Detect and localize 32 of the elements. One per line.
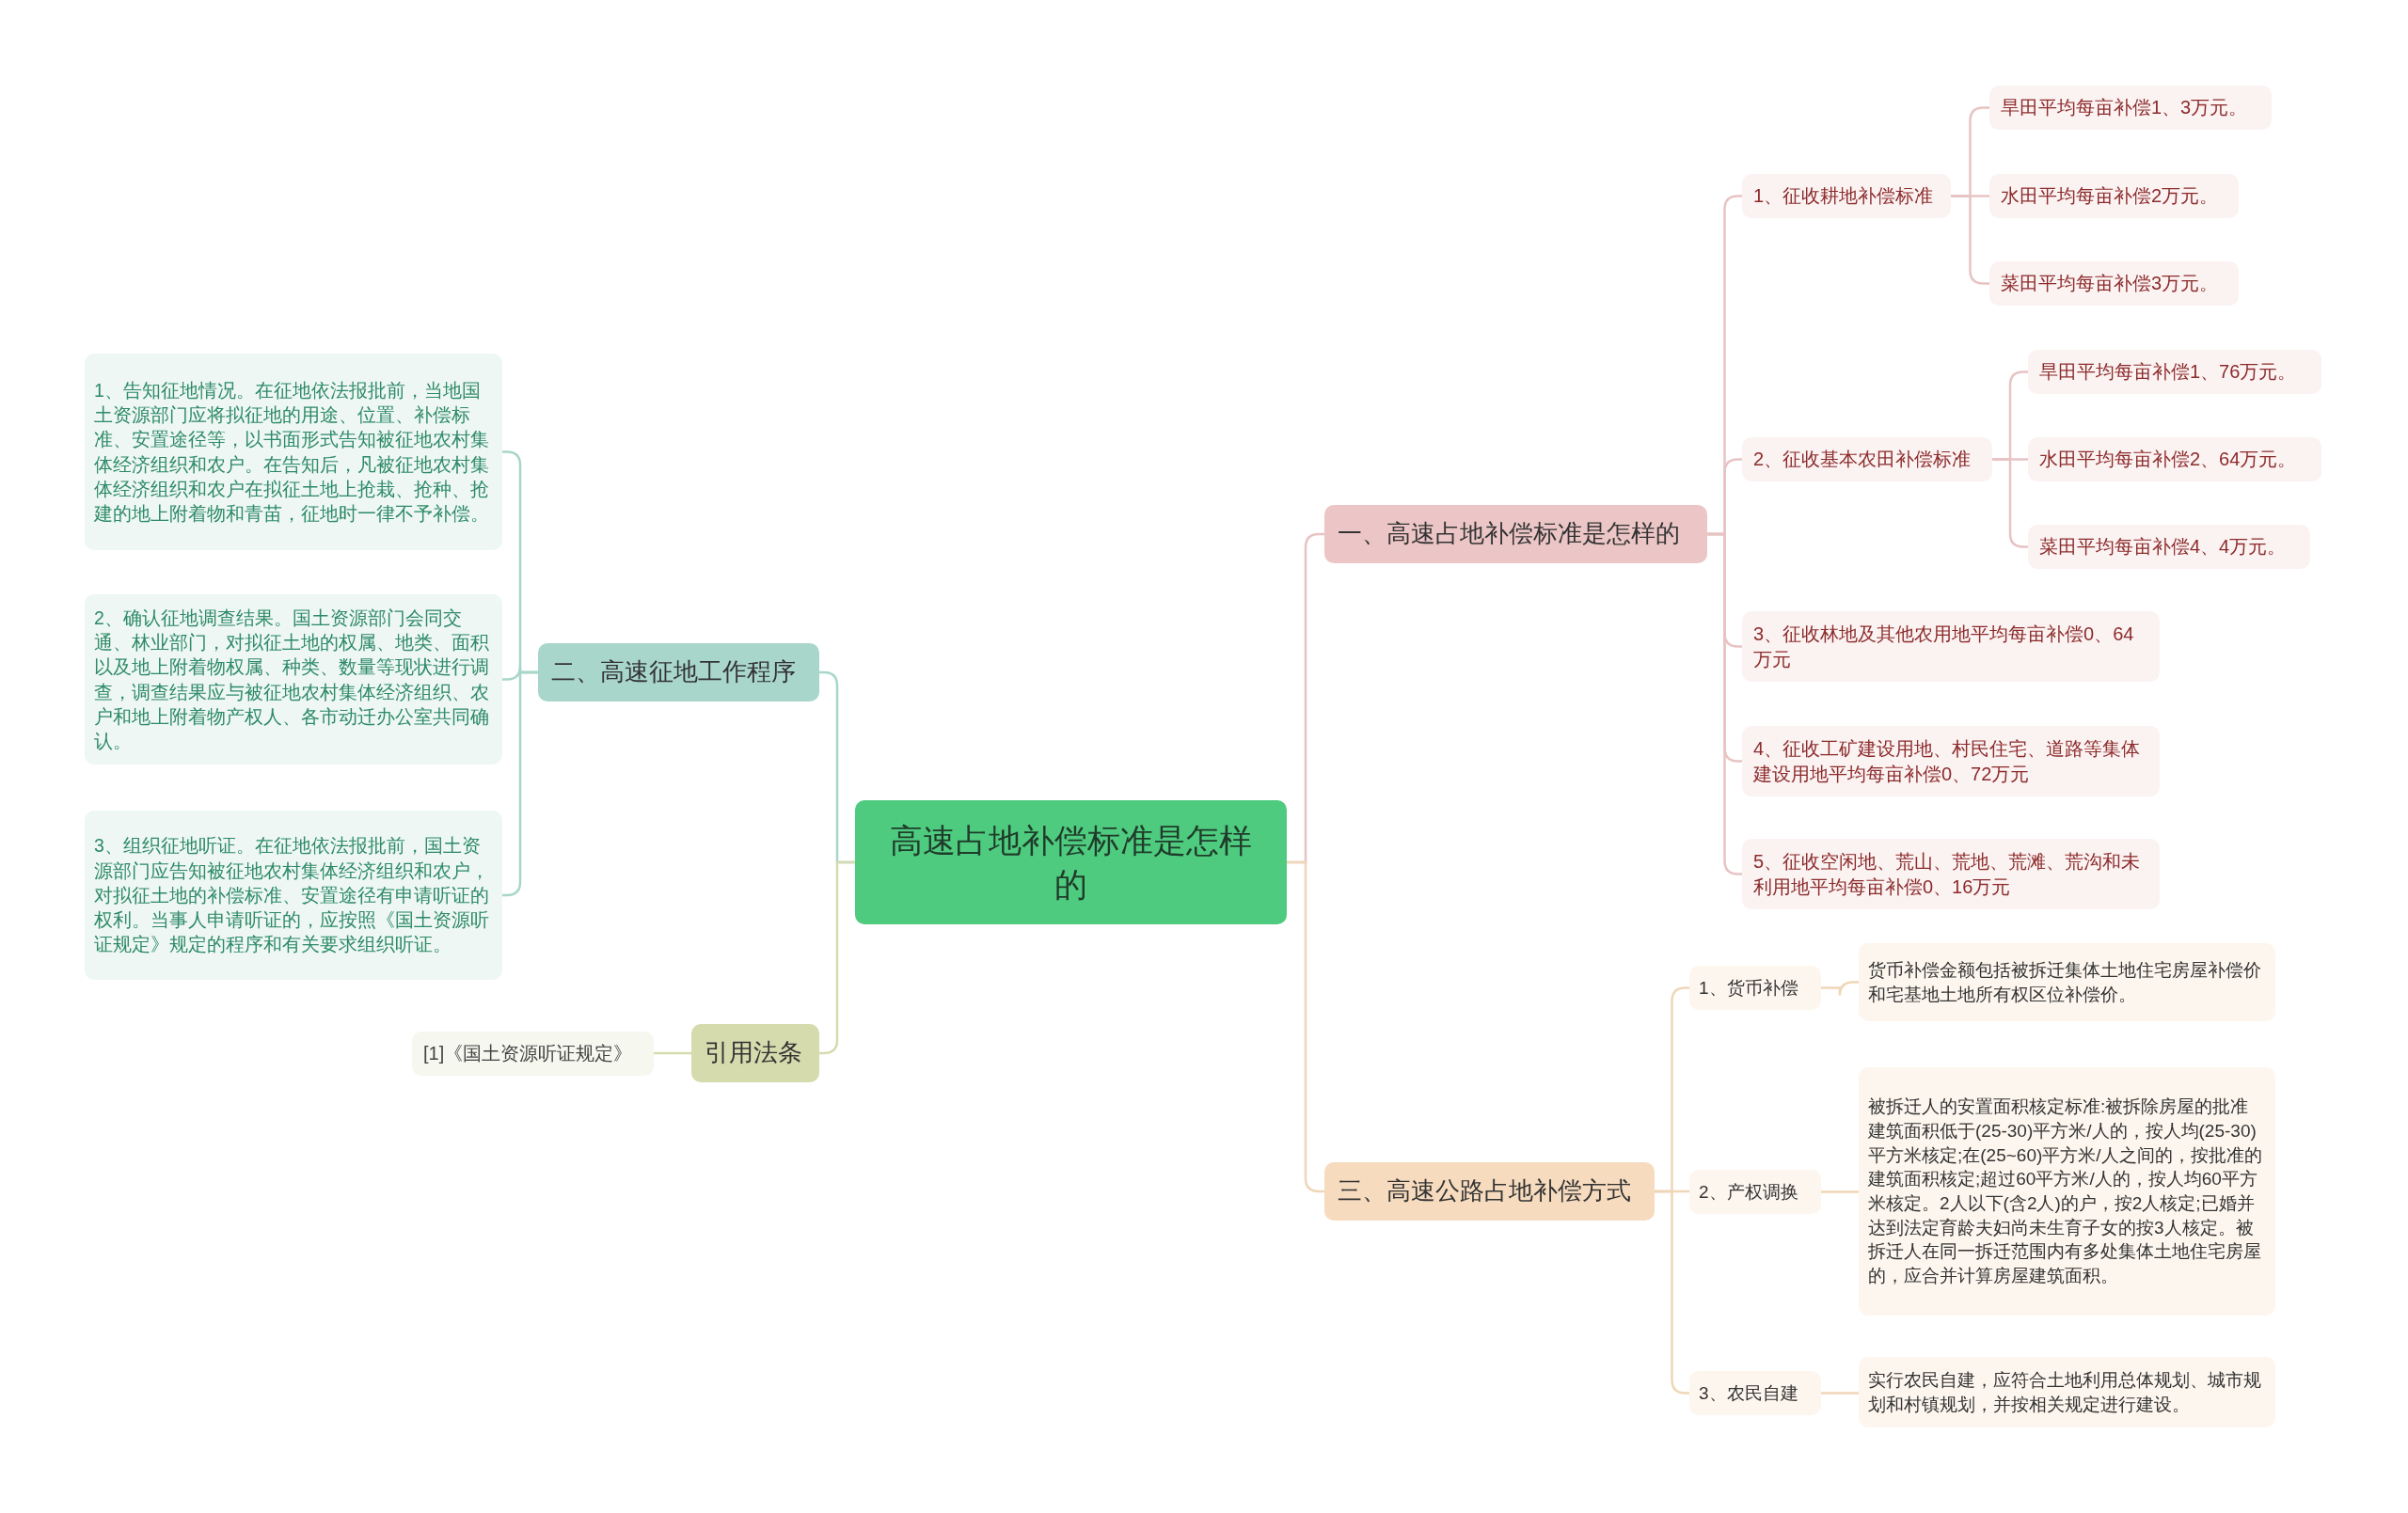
branch-topic-box: 引用法条 [691,1024,819,1082]
subtopic-box: 2、确认征地调查结果。国土资源部门会同交通、林业部门，对拟征土地的权属、地类、面积以及地上附着物权属、种类、数量等现状进行调查，调查结果应与被征地农村集体经济组织、农户和地上附着物产权人、各市动迁办公室共同确认。 [85,594,502,764]
connector-line [1951,195,1989,285]
subtopic-box: 货币补偿金额包括被拆迁集体土地住宅房屋补偿价和宅基地土地所有权区位补偿价。 [1859,943,2275,1021]
subtopic-box: 水田平均每亩补偿2万元。 [1989,174,2239,218]
central-topic-box: 高速占地补偿标准是怎样的 [855,800,1287,924]
subtopic-box: 水田平均每亩补偿2、64万元。 [2028,437,2321,481]
subtopic-box: 实行农民自建，应符合土地利用总体规划、城市规划和村镇规划，并按相关规定进行建设。 [1859,1357,2275,1427]
subtopic-box: 4、征收工矿建设用地、村民住宅、道路等集体建设用地平均每亩补偿0、72万元 [1742,726,2160,796]
connector-line [1707,532,1742,875]
branch-topic-box: 一、高速占地补偿标准是怎样的 [1324,505,1707,563]
connector-line [1821,981,1859,997]
subtopic-box: 3、农民自建 [1689,1371,1821,1415]
subtopic-box: 1、货币补偿 [1689,966,1821,1010]
subtopic-box: 2、征收基本农田补偿标准 [1742,437,1992,481]
connector-line [654,1051,691,1055]
subtopic-box: 5、征收空闲地、荒山、荒地、荒滩、荒沟和未利用地平均每亩补偿0、16万元 [1742,839,2160,909]
branch-topic-box: 三、高速公路占地补偿方式 [1324,1162,1655,1221]
subtopic-box: 3、组织征地听证。在征地依法报批前，国土资源部门应告知被征地农村集体经济组织和农户，对拟征土地的补偿标准、安置途径有申请听证的权利。当事人申请听证的，应按照《国土资源听证规定》规定的程序和有关要求组织听证。 [85,811,502,980]
connector-line [1821,1190,1859,1193]
branch-topic-box: 二、高速征地工作程序 [538,643,819,701]
subtopic-box: 旱田平均每亩补偿1、3万元。 [1989,86,2272,130]
subtopic-box: 1、征收耕地补偿标准 [1742,174,1951,218]
subtopic-box: 1、告知征地情况。在征地依法报批前，当地国土资源部门应将拟征地的用途、位置、补偿标准、安置途径等，以书面形式告知被征地农村集体经济组织和农户。在告知后，凡被征地农村集体经济组织和农户在拟征土地上抢栽、抢种、抢建的地上附着物和青苗，征地时一律不予补偿。 [85,354,502,550]
subtopic-box: 3、征收林地及其他农用地平均每亩补偿0、64万元 [1742,611,2160,682]
subtopic-box: 菜田平均每亩补偿3万元。 [1989,261,2239,306]
subtopic-box: 旱田平均每亩补偿1、76万元。 [2028,350,2321,394]
subtopic-box: 2、产权调换 [1689,1170,1821,1214]
connector-line [1821,1392,1859,1395]
subtopic-box: [1]《国土资源听证规定》 [412,1032,654,1076]
subtopic-box: 菜田平均每亩补偿4、4万元。 [2028,525,2310,569]
subtopic-box: 被拆迁人的安置面积核定标准:被拆除房屋的批准建筑面积低于(25-30)平方米/人的，按人均(25-30)平方米核定;在(25~60)平方米/人之间的，按批准的建筑面积核定;超过60平方米/人的，按人均60平方米核定。2人以下(含2人)的户，按2人核定;已婚并达到法定育龄夫妇尚未生育子女的按3人核定。被拆迁人在同一拆迁范围内有多处集体土地住宅房屋的，应合并计算房屋建筑面积。 [1859,1067,2275,1316]
